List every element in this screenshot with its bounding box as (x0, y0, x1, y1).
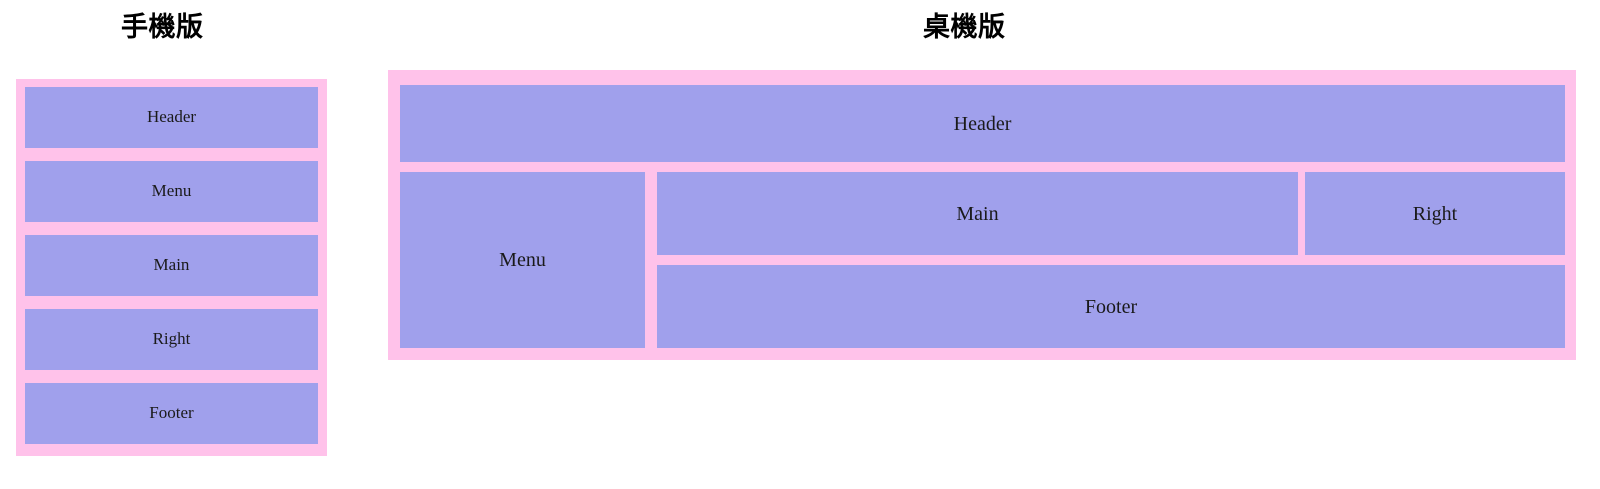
mobile-layout-title: 手機版 (121, 12, 204, 42)
mobile-layout-panel: Header Menu Main Right Footer (16, 79, 327, 456)
desktop-block-footer: Footer (657, 265, 1565, 348)
desktop-block-header: Header (400, 85, 1565, 162)
mobile-block-right: Right (25, 309, 318, 370)
desktop-layout-title: 桌機版 (923, 12, 1006, 42)
desktop-block-right: Right (1305, 172, 1565, 255)
mobile-block-footer: Footer (25, 383, 318, 444)
desktop-block-main: Main (657, 172, 1298, 255)
mobile-block-menu: Menu (25, 161, 318, 222)
mobile-block-header: Header (25, 87, 318, 148)
mobile-block-main: Main (25, 235, 318, 296)
desktop-block-menu: Menu (400, 172, 645, 348)
desktop-layout-panel: Header Menu Main Right Footer (388, 70, 1576, 360)
